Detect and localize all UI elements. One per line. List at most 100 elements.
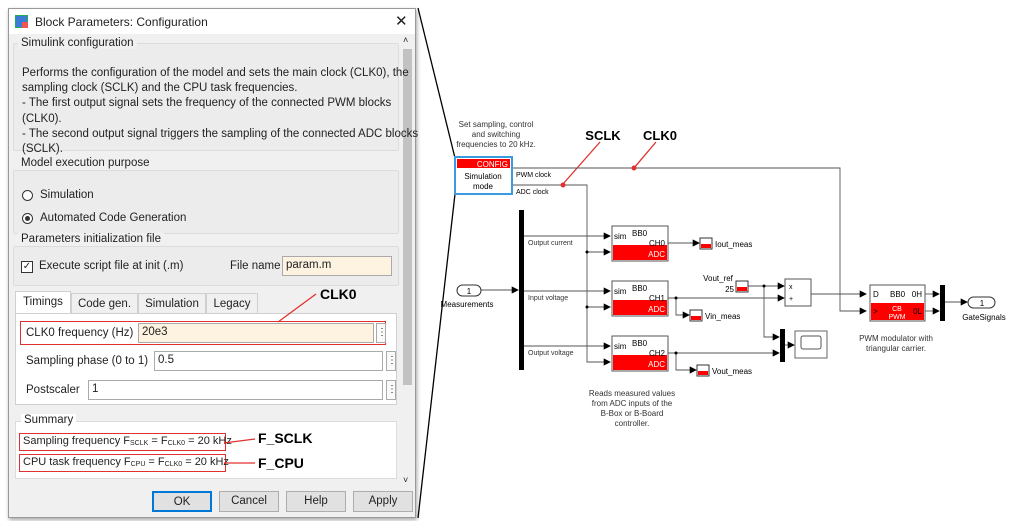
clk0-frequency-label: CLK0 frequency (Hz) [26, 327, 134, 339]
scroll-up-icon[interactable]: ˄ [403, 35, 409, 45]
simulink-config-group: Performs the configuration of the model … [13, 43, 418, 155]
adc-red-band [613, 245, 667, 260]
more-options-icon[interactable]: ⋮ [386, 351, 397, 371]
scrollbar-thumb[interactable] [403, 49, 412, 385]
scrollbar[interactable]: ˄ ˅ [401, 35, 414, 487]
output-label: Iout_meas [715, 240, 752, 249]
svg-text:CH1: CH1 [649, 294, 666, 303]
svg-text:Set sampling, control: Set sampling, control [459, 120, 534, 129]
svg-text:BB0: BB0 [632, 229, 648, 238]
file-name-input[interactable]: param.m [282, 256, 392, 276]
config-note: Set sampling, control and switching freq… [456, 120, 536, 149]
gate-signals-label: GateSignals [962, 313, 1006, 322]
svg-text:CH2: CH2 [649, 349, 666, 358]
svg-text:PWM: PWM [888, 314, 905, 321]
svg-text:BB0: BB0 [632, 339, 648, 348]
svg-text:BB0: BB0 [632, 284, 648, 293]
display-block [699, 237, 713, 250]
block-parameters-dialog: Block Parameters: Configuration ✕ ˄ ˅ Pe… [8, 8, 418, 518]
sampling-phase-input[interactable]: 0.5 [154, 351, 383, 371]
svg-text:BB0: BB0 [890, 290, 906, 299]
vout-ref-block [735, 280, 749, 293]
cancel-button[interactable]: Cancel [219, 491, 279, 512]
purpose-group: Simulation Automated Code Generation [13, 170, 399, 234]
clk0-annotation: CLK0 [320, 286, 357, 302]
svg-text:x: x [789, 284, 793, 291]
gate-signals-outport[interactable]: 1 [967, 296, 996, 309]
description-line: (CLK0). [22, 112, 62, 125]
vout-ref-label: Vout_ref [703, 274, 734, 283]
more-options-icon[interactable]: ⋮ [386, 380, 397, 400]
svg-text:triangular carrier.: triangular carrier. [866, 344, 926, 353]
scroll-down-icon[interactable]: ˅ [403, 475, 409, 485]
group-legend: Model execution purpose [18, 157, 153, 169]
clk0-frequency-input[interactable]: 20e3 [138, 323, 374, 343]
zoom-funnel-lines [417, 7, 456, 519]
svg-text:Input voltage: Input voltage [528, 295, 568, 302]
svg-text:0L: 0L [913, 307, 922, 316]
mux-bar [780, 329, 785, 362]
execute-script-checkbox[interactable]: ✓ [21, 261, 33, 273]
svg-text:1: 1 [467, 287, 472, 296]
annotation-lines [223, 141, 657, 464]
svg-text:D: D [873, 290, 879, 299]
radio-label: Simulation [40, 189, 94, 201]
timings-panel: CLK0 frequency (Hz) 20e3 ⋮ Sampling phas… [15, 313, 397, 405]
svg-text:sim: sim [614, 287, 627, 296]
tab-timings[interactable]: Timings [15, 291, 71, 314]
apply-button[interactable]: Apply [353, 491, 413, 512]
svg-text:1: 1 [980, 299, 985, 308]
wires [481, 167, 968, 374]
pwm-block[interactable]: D BB0 0H > CB PWM 0L [869, 284, 926, 322]
output-label: Vin_meas [705, 312, 740, 321]
svg-text:PWM modulator with: PWM modulator with [859, 334, 933, 343]
title-bar: Block Parameters: Configuration ✕ [9, 9, 415, 34]
svg-text:CONFIG: CONFIG [477, 160, 508, 169]
config-block[interactable]: CONFIG Simulation mode [454, 156, 513, 195]
svg-text:Output current: Output current [528, 240, 573, 247]
svg-text:ADC: ADC [648, 250, 665, 259]
radio-simulation[interactable] [22, 190, 33, 201]
f-sclk-annotation: F_SCLK [258, 430, 313, 446]
tab-code-gen[interactable]: Code gen. [71, 293, 138, 314]
ok-button[interactable]: OK [152, 491, 212, 512]
cpu-frequency-summary: CPU task frequency FCPU = FCLK0 = 20 kHz [19, 454, 229, 472]
measurements-inport[interactable]: 1 [456, 284, 482, 297]
pwm-clock-label: PWM clock [516, 172, 552, 179]
simulink-icon [15, 15, 28, 28]
group-legend: Parameters initialization file [18, 233, 164, 245]
group-legend: Simulink configuration [18, 37, 137, 49]
scope-block[interactable] [794, 330, 828, 359]
close-icon[interactable]: ✕ [395, 13, 408, 30]
sclk-annotation: SCLK [585, 128, 621, 143]
svg-text:Simulation: Simulation [464, 172, 501, 181]
file-name-label: File name [230, 260, 281, 272]
svg-text:and switching: and switching [472, 130, 520, 139]
postscaler-label: Postscaler [26, 384, 80, 396]
tab-simulation[interactable]: Simulation [138, 293, 206, 314]
svg-text:0H: 0H [912, 290, 922, 299]
svg-text:Reads measured values: Reads measured values [589, 389, 675, 398]
svg-text:CH0: CH0 [649, 239, 666, 248]
description-line: - The first output signal sets the frequ… [22, 97, 392, 110]
tab-legacy[interactable]: Legacy [206, 293, 258, 314]
clk0-diagram-annotation: CLK0 [643, 128, 677, 143]
svg-text:ADC: ADC [648, 360, 665, 369]
adc-red-band [613, 355, 667, 370]
sum-block[interactable]: x+ [784, 278, 812, 307]
svg-text:+: + [789, 296, 793, 303]
more-options-icon[interactable]: ⋮ [376, 323, 387, 343]
svg-text:from ADC inputs of the: from ADC inputs of the [592, 399, 673, 408]
postscaler-input[interactable]: 1 [88, 380, 383, 400]
description-line: - The second output signal triggers the … [22, 127, 419, 140]
svg-text:ADC: ADC [648, 305, 665, 314]
radio-automated-code-generation[interactable] [22, 213, 33, 224]
help-button[interactable]: Help [286, 491, 346, 512]
svg-text:>: > [873, 307, 878, 316]
